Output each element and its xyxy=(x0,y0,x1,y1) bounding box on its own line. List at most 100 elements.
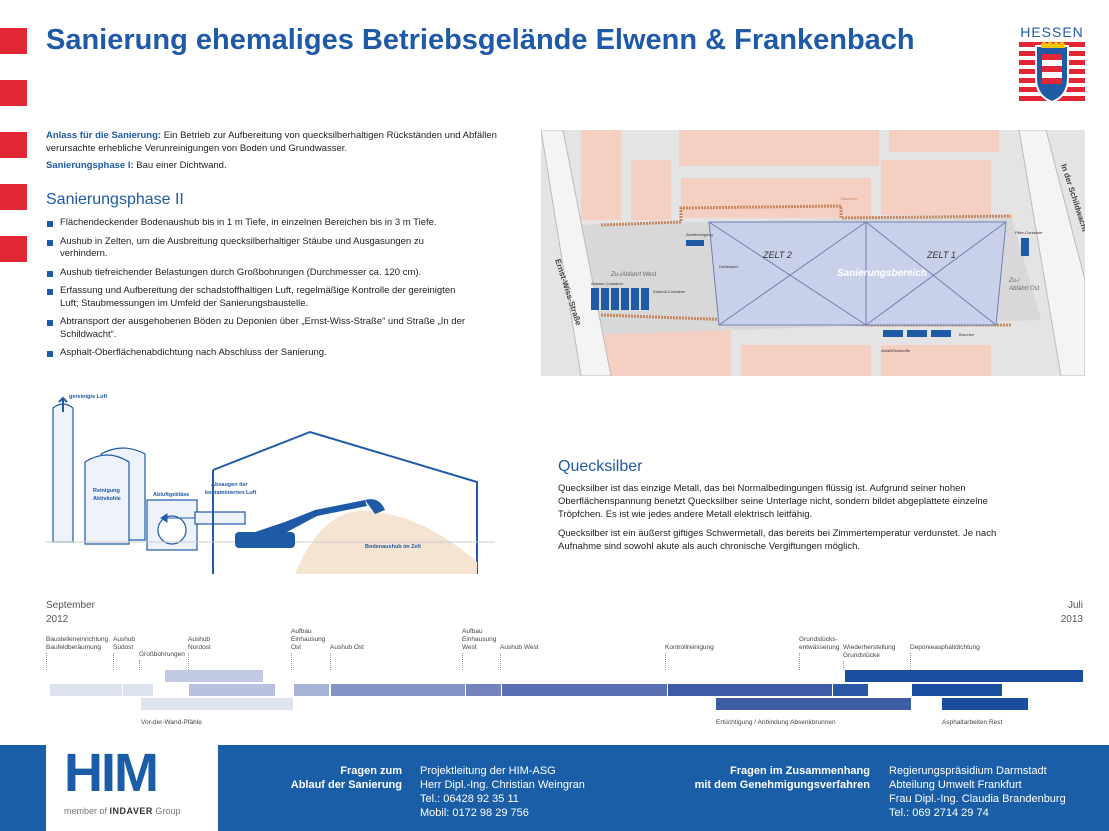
list-item: Asphalt-Oberflächenabdichtung nach Absch… xyxy=(46,347,466,360)
map-label-exit-east: Abfahrt Ost xyxy=(1008,286,1040,292)
footer-contact-line: Regierungspräsidium Darmstadt xyxy=(889,765,1047,777)
timeline-tick xyxy=(665,653,666,670)
map-building xyxy=(581,130,621,220)
footer-question-line: mit dem Genehmigungsverfahren xyxy=(694,779,870,791)
plant-label-purify: Aktivkohle xyxy=(93,496,121,502)
red-square-decoration xyxy=(0,28,27,54)
red-square-decoration xyxy=(0,132,27,158)
red-square-decoration xyxy=(0,236,27,262)
timeline-start-month: September xyxy=(46,600,95,611)
timeline-bar xyxy=(912,684,1002,696)
map-building xyxy=(881,160,991,215)
red-square-decoration xyxy=(0,80,27,106)
timeline-label: Grundstücks-entwässerung xyxy=(799,636,840,651)
timeline-bar xyxy=(294,684,329,696)
map-label-abluft: Abluftreinigung xyxy=(686,232,713,237)
map-label-wasser: Wasser-Container xyxy=(591,281,624,286)
member-suffix: Group xyxy=(155,806,181,816)
footer-contact-line: Tel.: 06428 92 35 11 xyxy=(420,793,519,805)
timeline-label: Aushub Ost xyxy=(330,644,364,651)
timeline-label: Großbohrungen xyxy=(139,651,185,658)
map-building xyxy=(601,330,731,376)
phase2-list: Flächendeckender Bodenaushub bis in 1 m … xyxy=(46,217,466,366)
plant-diagram: gereinigte Luft Reinigung Aktivkohle Abl… xyxy=(45,394,495,574)
timeline-bar xyxy=(189,684,275,696)
timeline-tick xyxy=(843,661,844,670)
hessen-coat-of-arms-icon xyxy=(1019,41,1085,104)
map-building xyxy=(679,130,879,166)
list-item: Abtransport der ausgehobenen Böden zu De… xyxy=(46,316,466,341)
anlass-text: Ein Betrieb zur Aufbereitung von quecksi… xyxy=(46,130,497,154)
hessen-emblem: HESSEN xyxy=(1019,24,1085,109)
map-label-area: Sanierungsbereich xyxy=(837,268,927,279)
phase2-heading: Sanierungsphase II xyxy=(46,191,184,208)
list-item: Erfassung und Aufbereitung der schadstof… xyxy=(46,285,466,310)
footer-contact-line: Frau Dipl.-Ing. Claudia Brandenburg xyxy=(889,793,1066,805)
member-brand: INDAVER xyxy=(109,806,153,816)
map-building xyxy=(889,130,999,152)
hessen-label: HESSEN xyxy=(1020,24,1084,40)
footer: HIM member of INDAVER Group Fragen zum A… xyxy=(0,745,1109,831)
map-label-bauzaun: Bauzaun xyxy=(841,196,857,201)
footer-question-line: Fragen im Zusammenhang xyxy=(730,765,870,777)
timeline-bar xyxy=(845,670,1083,682)
timeline-start-year: 2012 xyxy=(46,614,69,625)
footer-contact-line: Abteilung Umwelt Frankfurt xyxy=(889,779,1022,791)
footer-contact-line: Herr Dipl.-Ing. Christian Weingran xyxy=(420,779,585,791)
map-label-abfall: Abfall/Reststoffe xyxy=(881,348,911,353)
footer-question-line: Fragen zum xyxy=(340,765,402,777)
him-logo-text: HIM xyxy=(64,743,159,803)
mercury-text: Quecksilber ist das einzige Metall, das … xyxy=(558,482,1008,559)
timeline-bar xyxy=(50,684,122,696)
list-item: Aushub tiefreichender Belastungen durch … xyxy=(46,267,466,280)
footer-contact-2: Regierungspräsidium Darmstadt Abteilung … xyxy=(889,764,1066,820)
map-building xyxy=(631,160,671,220)
member-line: member of INDAVER Group xyxy=(64,806,180,816)
timeline-tick xyxy=(113,653,114,670)
mercury-paragraph: Quecksilber ist ein äußerst giftiges Sch… xyxy=(558,528,997,552)
plant-label-suction: Absaugen der xyxy=(211,482,249,488)
timeline-bar xyxy=(502,684,667,696)
map-label-exit-west: Zu-/Abfahrt West xyxy=(610,272,657,278)
plant-label-purify: Reinigung xyxy=(93,488,120,494)
map-building xyxy=(881,345,991,376)
map-label-filter: Filter-Container xyxy=(1015,230,1043,235)
anlass-label: Anlass für die Sanierung: xyxy=(46,130,162,141)
timeline-bottom-label: Asphaltarbeiten Rest xyxy=(942,719,1003,726)
timeline-tick xyxy=(139,660,140,670)
timeline-label: Aushub West xyxy=(500,644,539,651)
timeline-bar xyxy=(942,698,1028,710)
timeline-tick xyxy=(188,653,189,670)
footer-question-line: Ablauf der Sanierung xyxy=(290,779,402,791)
timeline-bar xyxy=(123,684,153,696)
map-label-zelt1: ZELT 1 xyxy=(926,250,956,260)
intro-text: Anlass für die Sanierung: Ein Betrieb zu… xyxy=(46,129,516,172)
plant-label-fan: Abluftgebläse xyxy=(153,492,189,498)
timeline-bar xyxy=(668,684,832,696)
map-building xyxy=(681,178,871,218)
map-label-exit-east: Zu-/ xyxy=(1008,278,1021,284)
him-logo: HIM member of INDAVER Group xyxy=(46,745,218,831)
footer-contact-line: Tel.: 069 2714 29 74 xyxy=(889,807,989,819)
plant-label-suction: kontaminierten Luft xyxy=(205,490,257,496)
map-label-brunnen: Brunnen xyxy=(959,332,974,337)
footer-contact-line: Mobil: 0172 98 29 756 xyxy=(420,807,529,819)
timeline-bar xyxy=(165,670,263,682)
timeline-bar xyxy=(331,684,465,696)
timeline-end-month: Juli xyxy=(1067,600,1083,611)
timeline-end-year: 2013 xyxy=(1060,614,1083,625)
timeline-label: Deponieasphaltdichtung xyxy=(910,644,980,651)
timeline-bar xyxy=(716,698,911,710)
timeline-bar xyxy=(141,698,293,710)
timeline-tick xyxy=(330,653,331,670)
timeline-tick xyxy=(799,653,800,670)
red-square-decoration xyxy=(0,184,27,210)
timeline-tick xyxy=(46,653,47,670)
footer-question-2: Fragen im Zusammenhang mit dem Genehmigu… xyxy=(660,764,870,792)
site-map: ZELT 2 ZELT 1 Sanierungsbereich Zu-/Abfa… xyxy=(541,130,1085,376)
